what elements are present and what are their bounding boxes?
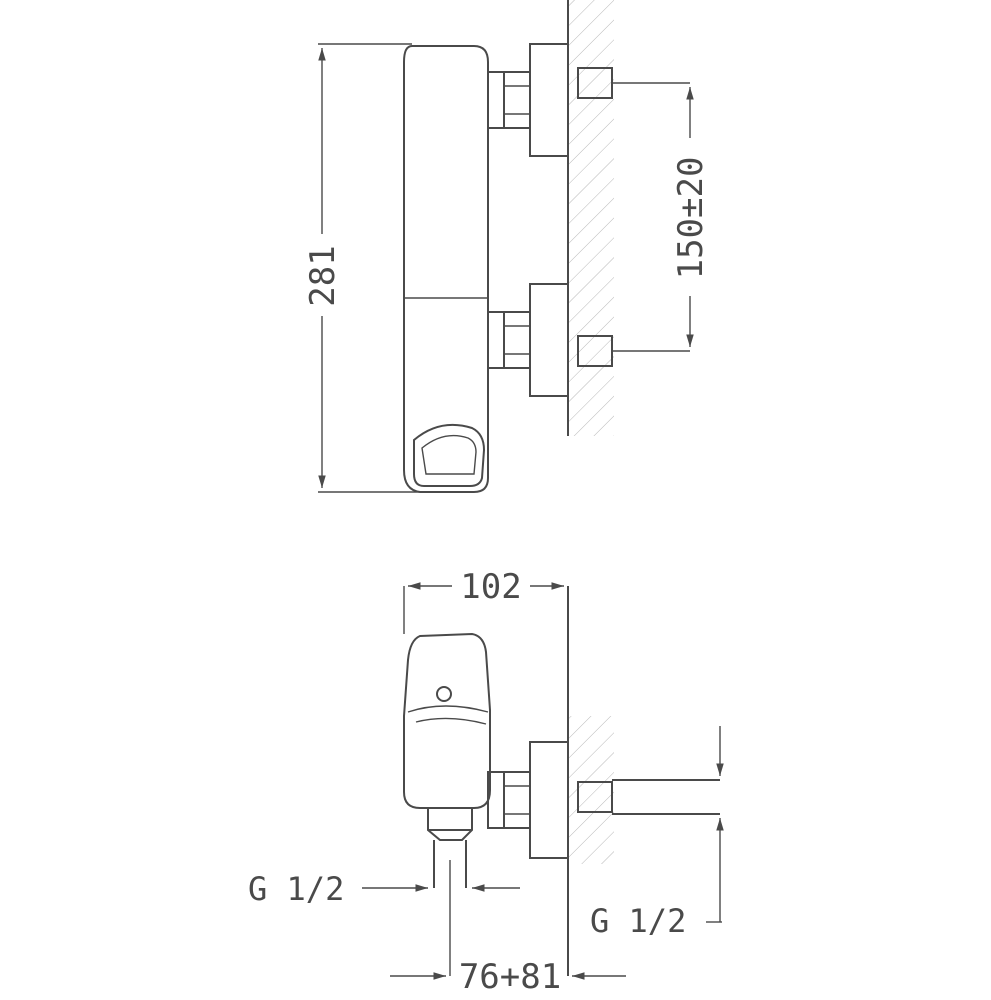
front-view: 281 150±20: [303, 0, 711, 493]
thread-inlet: G 1/2: [590, 902, 686, 940]
dim-depth: 102: [460, 567, 521, 607]
upper-connector: [487, 43, 690, 157]
wall-flange: [529, 741, 569, 859]
dim-inlet-spacing: 150±20: [671, 157, 711, 280]
lower-connector: [487, 283, 690, 397]
temperature-knob-dot: [436, 686, 452, 702]
dim-projection: 76+81: [459, 957, 561, 997]
mixer-body-side: [403, 632, 491, 809]
wall-hatch-top: [568, 0, 614, 436]
outlet-spout: [427, 808, 473, 841]
handle-front: [413, 423, 486, 487]
mixer-body-front: [403, 45, 489, 493]
wall-hatch-bottom: [568, 716, 614, 864]
thread-outlet: G 1/2: [248, 870, 344, 908]
dim-height: 281: [303, 245, 343, 306]
side-view: 102 G 1/2 G 1/2 76+81: [248, 567, 724, 997]
